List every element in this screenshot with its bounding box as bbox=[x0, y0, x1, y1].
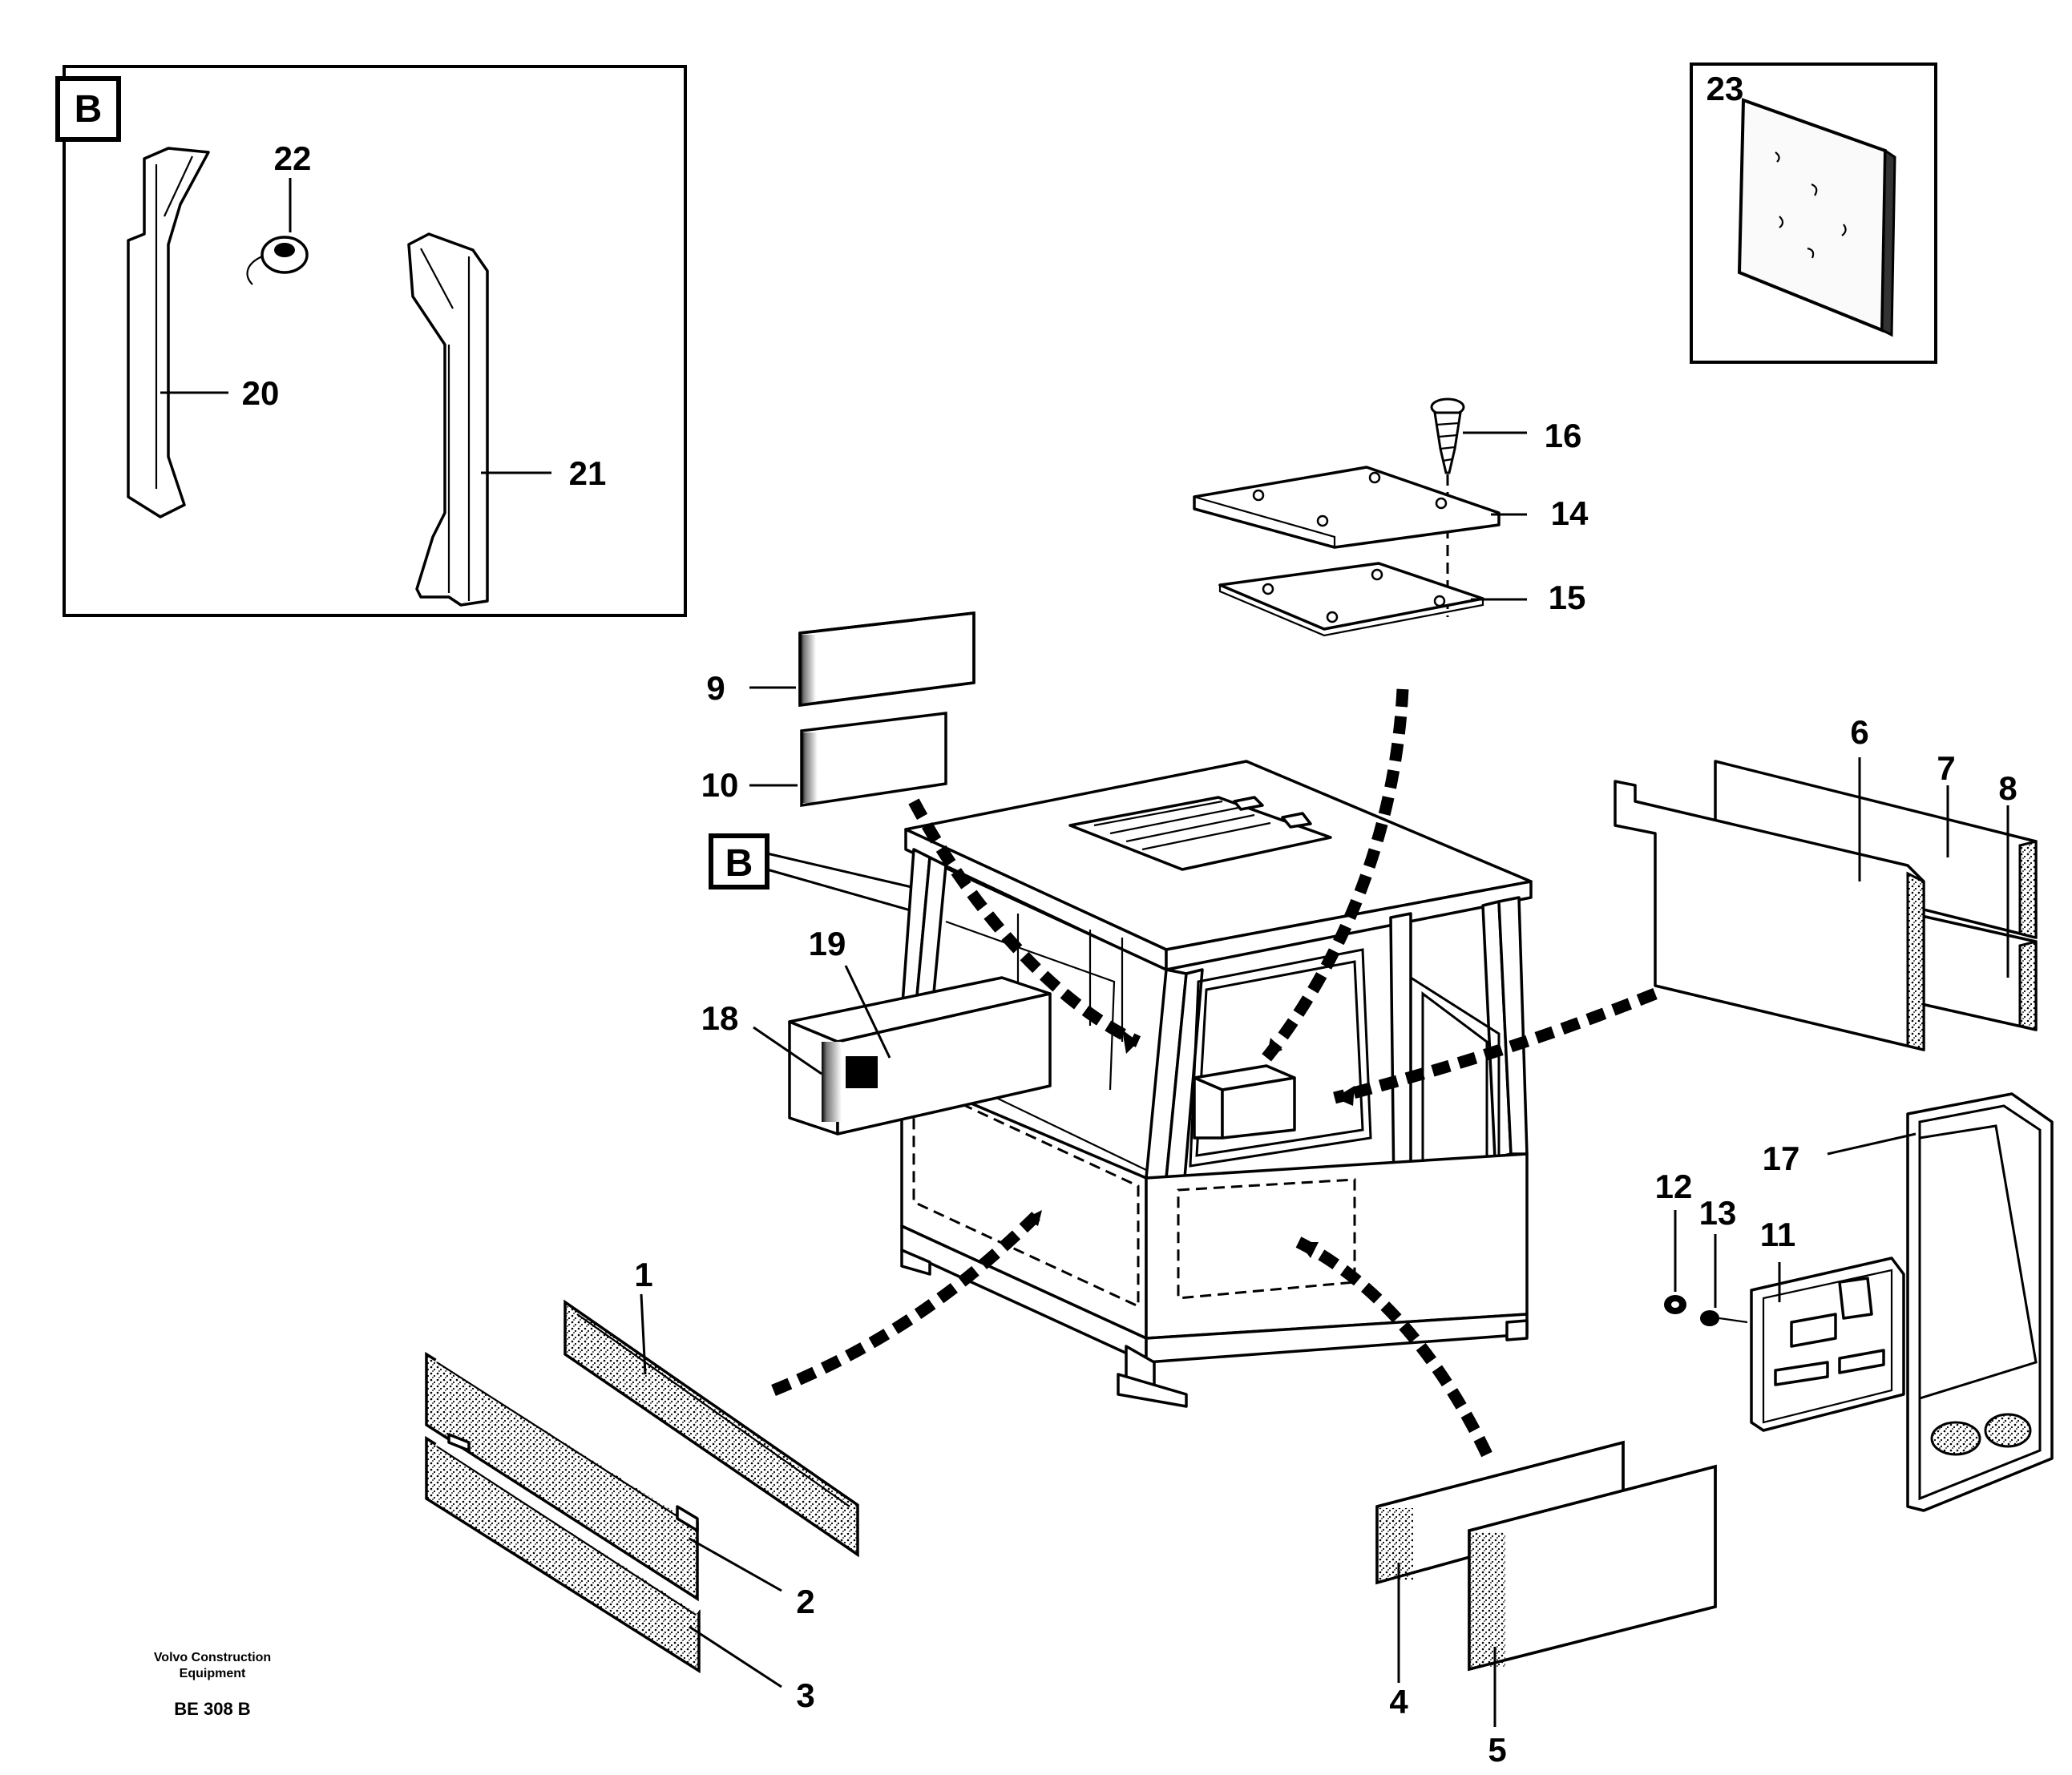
callout-9: 9 bbox=[706, 669, 725, 707]
callout-5: 5 bbox=[1488, 1731, 1506, 1769]
callout-12: 12 bbox=[1655, 1168, 1693, 1205]
cab-body bbox=[896, 760, 1533, 1408]
callout-14: 14 bbox=[1551, 494, 1589, 532]
callout-13: 13 bbox=[1699, 1194, 1737, 1232]
leader-18 bbox=[753, 1026, 822, 1075]
arrow-1-2-3 bbox=[771, 1205, 1047, 1396]
callout-7: 7 bbox=[1937, 749, 1955, 787]
leader-17 bbox=[1827, 1132, 1916, 1156]
part-15-roof-seal bbox=[1218, 562, 1484, 637]
callout-15: 15 bbox=[1549, 579, 1586, 616]
part-16-screw bbox=[1430, 397, 1465, 474]
callout-4: 4 bbox=[1389, 1683, 1408, 1721]
part-17-door bbox=[1906, 1092, 2054, 1512]
callout-3: 3 bbox=[796, 1676, 814, 1714]
assembly-arrows bbox=[771, 688, 1658, 1458]
part-9-insulation bbox=[798, 611, 975, 707]
callout-23: 23 bbox=[1706, 70, 1744, 107]
leader-b-bottom bbox=[766, 868, 923, 915]
leader-3 bbox=[689, 1625, 782, 1688]
part-23-inset: 23 bbox=[1690, 63, 1937, 364]
part-14-roof-hatch bbox=[1193, 466, 1500, 549]
part-1-insulation bbox=[563, 1299, 859, 1558]
detail-b-reference-label: B bbox=[725, 842, 753, 885]
arrow-4-5 bbox=[1295, 1236, 1492, 1458]
callout-21: 21 bbox=[569, 454, 607, 492]
callout-22: 22 bbox=[274, 139, 312, 177]
callout-18: 18 bbox=[701, 999, 739, 1037]
arrow-roof bbox=[1262, 688, 1409, 1062]
part-2-insulation bbox=[425, 1351, 700, 1602]
part-21-long-pillar-trim bbox=[407, 232, 489, 607]
part-6-insulation bbox=[1614, 780, 1925, 1051]
part-20-pillar-trim bbox=[127, 147, 210, 518]
leader-19 bbox=[844, 965, 891, 1059]
callout-2: 2 bbox=[796, 1583, 814, 1620]
company-name-line2: Equipment bbox=[180, 1667, 246, 1680]
part-13-screw bbox=[1700, 1310, 1748, 1326]
detail-b-marker-box bbox=[55, 76, 121, 142]
part-3-insulation bbox=[425, 1433, 701, 1674]
part-5-insulation bbox=[1468, 1464, 1717, 1672]
drawing-code: BE 308 B bbox=[174, 1699, 250, 1719]
company-name-line1: Volvo Construction bbox=[154, 1651, 271, 1664]
callout-8: 8 bbox=[1998, 769, 2017, 807]
detail-b-marker-label: B bbox=[75, 88, 103, 131]
part-11-door-panel bbox=[1750, 1257, 1905, 1432]
arrow-side-panels bbox=[1333, 988, 1658, 1104]
detail-b-reference-box bbox=[709, 833, 769, 890]
callout-6: 6 bbox=[1850, 713, 1868, 751]
callout-16: 16 bbox=[1545, 417, 1582, 454]
part-18-panel-box bbox=[788, 976, 1052, 1136]
part-10-insulation bbox=[800, 712, 947, 808]
part-19-insulation bbox=[846, 1056, 878, 1088]
callout-11: 11 bbox=[1760, 1216, 1795, 1253]
leader-2 bbox=[689, 1537, 782, 1592]
callout-17: 17 bbox=[1763, 1140, 1800, 1177]
part-12-washer bbox=[1664, 1295, 1686, 1314]
callout-1: 1 bbox=[634, 1256, 652, 1293]
leader-b-top bbox=[766, 852, 923, 891]
part-4-insulation bbox=[1375, 1440, 1625, 1585]
leader-1 bbox=[640, 1293, 647, 1375]
callout-10: 10 bbox=[701, 766, 739, 804]
callout-19: 19 bbox=[809, 925, 846, 962]
arrow-9-10 bbox=[908, 798, 1141, 1047]
callout-20: 20 bbox=[242, 374, 280, 412]
detail-b-inset: B 20 22 21 bbox=[55, 65, 687, 617]
part-22-tape-roll bbox=[246, 236, 309, 285]
